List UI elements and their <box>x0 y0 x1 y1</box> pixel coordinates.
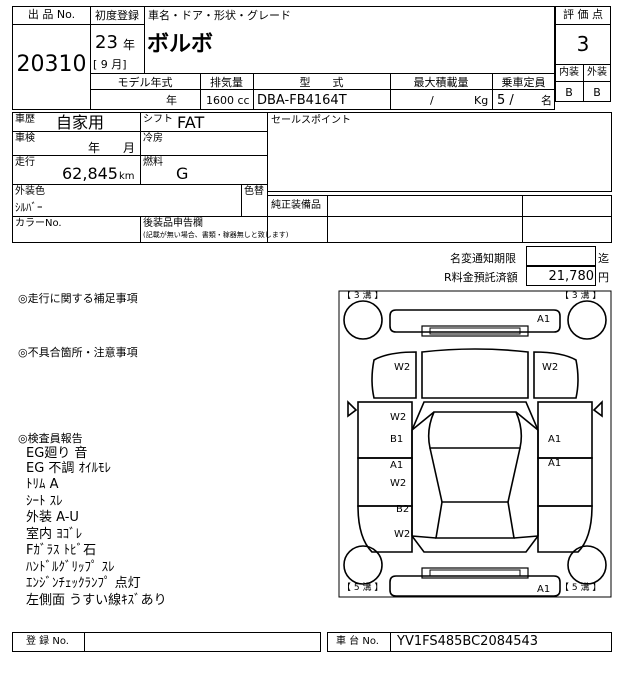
inspector-report-lines: EG廻り 音 EG 不調 ｵｲﾙﾓﾚ ﾄﾘﾑ A ｼｰﾄ ｽﾚ 外装 A-U 室… <box>26 446 326 608</box>
mileage-value: 62,845 <box>62 164 118 183</box>
report-line: 左側面 うすい線ｷｽﾞあり <box>26 592 167 608</box>
max-load-separator: / <box>430 94 434 107</box>
recycle-fee-amount: 21,780 <box>548 269 595 284</box>
inspector-report-label: ◎検査員報告 <box>18 432 83 445</box>
report-line: EG 不調 ｵｲﾙﾓﾚ <box>26 460 112 476</box>
car-name-label: 車名・ドア・形状・グレード <box>148 9 291 22</box>
overall-rating: 3 <box>576 32 590 56</box>
aftermarket-label: 後装品申告欄 <box>143 218 203 229</box>
inspection-label: 車検 <box>15 133 35 144</box>
tire-tread-rear-right: 【 5 溝 】 <box>560 581 601 593</box>
displacement-label: 排気量 <box>210 76 243 89</box>
chassis-number-label: 車 台 No. <box>336 636 379 647</box>
fuel-label: 燃料 <box>143 157 163 168</box>
chassis-number: YV1FS485BC2084543 <box>397 634 539 649</box>
damage-left-front-fender: W2 <box>394 362 410 373</box>
exterior-label: 外装 <box>587 67 607 78</box>
interior-label: 内装 <box>559 67 579 78</box>
recycle-fee-box <box>526 266 596 286</box>
max-load-unit: Kg <box>474 94 489 107</box>
report-line: EG廻り 音 <box>26 446 88 461</box>
shift-label: シフト <box>143 114 173 125</box>
defects-notes-label: ◎不具合箇所・注意事項 <box>18 346 138 359</box>
damage-front-bumper: A1 <box>537 314 550 325</box>
genuine-equipment-box <box>267 195 612 243</box>
tire-tread-rear-left: 【 5 溝 】 <box>342 581 383 593</box>
ac-label: 冷房 <box>143 133 163 144</box>
first-registration-month: [ 9 月] <box>93 58 127 71</box>
sales-point-label: セールスポイント <box>271 115 351 126</box>
mileage-unit: km <box>119 171 135 182</box>
car-damage-diagram: 【 3 溝 】 【 3 溝 】 【 5 溝 】 【 5 溝 】 A1 A1 W2… <box>338 290 612 598</box>
ext-color-label: 外装色 <box>15 186 45 197</box>
history-label: 車歴 <box>15 114 35 125</box>
registration-number-label: 登 録 No. <box>26 636 69 647</box>
damage-left-rear-door-upper: A1 <box>390 460 403 471</box>
capacity-label: 乗車定員 <box>501 76 546 89</box>
recycle-fee-label: R料金預託済額 <box>444 271 518 284</box>
displacement: 1600 cc <box>206 94 250 107</box>
name-change-deadline-unit: 迄 <box>598 252 609 265</box>
model-code-label: 型 式 <box>299 76 344 89</box>
max-load-label: 最大積載量 <box>413 76 469 89</box>
name-change-deadline-label: 名変通知期限 <box>450 252 516 265</box>
vehicle-header-box <box>90 6 555 110</box>
damage-left-rear-quarter-upper: B2 <box>396 504 409 515</box>
interior-grade: B <box>565 86 573 99</box>
damage-left-rear-door-lower: W2 <box>390 478 406 489</box>
exterior-grade: B <box>593 86 601 99</box>
year-unit: 年 <box>123 38 136 52</box>
capacity: 5 / <box>497 93 514 108</box>
damage-right-rear-door: A1 <box>548 458 561 469</box>
fuel-value: G <box>176 164 189 183</box>
damage-right-front-fender: W2 <box>542 362 558 373</box>
color-number-label: カラーNo. <box>15 218 62 229</box>
report-line: ｼｰﾄ ｽﾚ <box>26 493 63 509</box>
tire-tread-front-right: 【 3 溝 】 <box>560 290 601 301</box>
report-line: ﾄﾘﾑ A <box>26 477 59 492</box>
chassis-number-box <box>327 632 612 652</box>
inspection-month-unit: 月 <box>123 141 136 155</box>
registration-number-box <box>12 632 321 652</box>
inspection-year-unit: 年 <box>88 141 101 155</box>
genuine-equipment-label: 純正装備品 <box>271 200 321 211</box>
lot-number-label: 出 品 No. <box>27 8 76 21</box>
history-value: 自家用 <box>56 113 105 132</box>
model-code: DBA-FB4164T <box>257 93 347 108</box>
report-line: ｴﾝｼﾞﾝﾁｪｯｸﾗﾝﾌﾟ 点灯 <box>26 576 141 591</box>
lot-number: 20310 <box>16 52 87 77</box>
tire-tread-front-left: 【 3 溝 】 <box>342 290 383 301</box>
aftermarket-note: (記載が無い場合、書類・稼器無しと致します) <box>143 231 289 239</box>
damage-left-front-door-lower: B1 <box>390 434 403 445</box>
report-line: ﾊﾝﾄﾞﾙｸﾞﾘｯﾌﾟ ｽﾚ <box>26 559 115 575</box>
car-name: ボルボ <box>147 32 214 57</box>
model-year-unit: 年 <box>166 94 177 107</box>
sales-point-box <box>267 112 612 192</box>
rating-label: 評 価 点 <box>563 8 603 21</box>
capacity-unit: 名 <box>541 94 552 107</box>
damage-right-front-door: A1 <box>548 434 561 445</box>
recycle-fee-unit: 円 <box>598 271 609 284</box>
first-registration-year: 23 <box>95 32 118 53</box>
color-change-label: 色替 <box>244 186 264 197</box>
report-line: 外装 A-U <box>26 510 79 525</box>
damage-left-front-door-upper: W2 <box>390 412 406 423</box>
first-registration-label: 初度登録 <box>95 9 139 22</box>
name-change-deadline-box <box>526 246 596 266</box>
driving-notes-label: ◎走行に関する補足事項 <box>18 292 138 305</box>
mileage-label: 走行 <box>15 157 35 168</box>
model-year-label: モデル年式 <box>117 76 173 89</box>
report-line: 室内 ﾖｺﾞﾚ <box>26 526 83 542</box>
shift-value: FAT <box>177 113 205 132</box>
report-line: Fｶﾞﾗｽ ﾄﾋﾞ石 <box>26 543 97 558</box>
damage-left-rear-quarter-lower: W2 <box>394 529 410 540</box>
ext-color-value: ｼﾙﾊﾞｰ <box>15 201 43 214</box>
damage-rear-bumper: A1 <box>537 584 550 595</box>
